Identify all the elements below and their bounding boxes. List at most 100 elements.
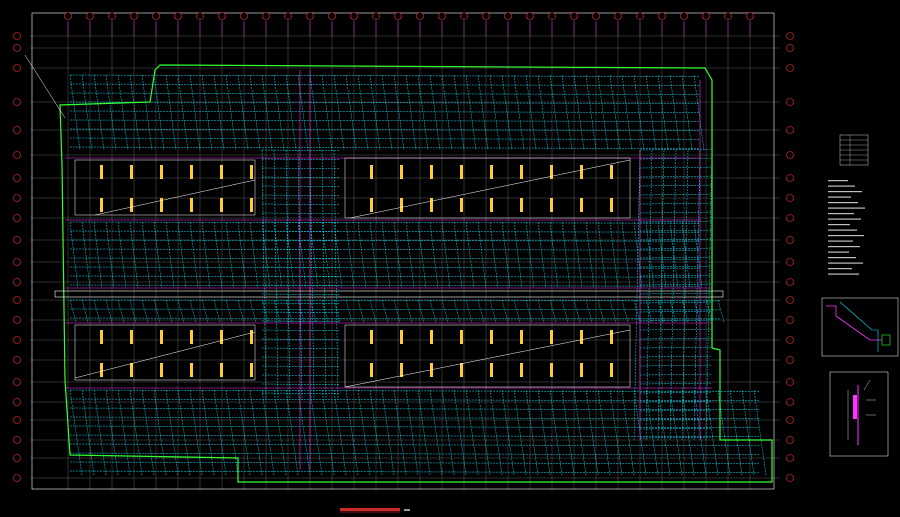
beam-line — [357, 299, 365, 323]
beam-line — [69, 434, 761, 438]
axis-bubbles — [13, 12, 794, 482]
axis-bubble-right — [786, 64, 794, 72]
beam-line — [405, 389, 419, 476]
beam-line — [681, 299, 689, 323]
beam-line — [453, 389, 467, 476]
axis-bubble-left — [13, 44, 21, 52]
beam-line — [81, 221, 91, 289]
beam-line — [177, 299, 185, 323]
column — [580, 363, 583, 377]
beam-line — [477, 74, 489, 151]
courtyard-top-left — [74, 159, 256, 216]
column — [160, 165, 163, 179]
beam-line — [69, 407, 761, 411]
axis-bubble-top — [218, 12, 226, 20]
beam-line — [189, 74, 201, 151]
detail-box-2 — [829, 371, 889, 457]
axis-bubble-right — [786, 236, 794, 244]
beam-line — [645, 149, 653, 441]
axis-bubble-right — [786, 398, 794, 406]
axis-bubble-left — [13, 278, 21, 286]
beam-line — [369, 389, 383, 476]
beam-line — [441, 389, 455, 476]
beam-line — [285, 389, 299, 476]
axis-bubble-left — [13, 316, 21, 324]
beam-line — [537, 74, 549, 151]
beam-line — [225, 221, 235, 289]
column — [220, 363, 223, 377]
beam-line — [261, 149, 341, 151]
beam-line — [69, 74, 81, 151]
beam-line — [273, 149, 279, 401]
beam-line — [105, 74, 117, 151]
beam-line — [597, 389, 611, 476]
beam-line — [153, 74, 165, 151]
axis-bubble-left — [13, 64, 21, 72]
column — [460, 363, 463, 377]
beam-line — [309, 221, 319, 289]
beam-line — [165, 221, 175, 289]
beam-line — [69, 230, 701, 233]
beam-line — [453, 74, 465, 151]
beam-line — [369, 299, 377, 323]
beam-line — [537, 299, 545, 323]
beam-line — [117, 299, 125, 323]
column — [130, 165, 133, 179]
column — [190, 363, 193, 377]
column — [400, 330, 403, 344]
beam-line — [261, 392, 341, 394]
column — [580, 165, 583, 179]
section-band — [54, 290, 724, 298]
axis-bubble-right — [786, 174, 794, 182]
axis-bubble-left — [13, 474, 21, 482]
beam-line — [573, 299, 581, 323]
beam-line — [213, 74, 225, 151]
column — [430, 330, 433, 344]
building-boundary — [59, 64, 773, 483]
axis-bubble-left — [13, 126, 21, 134]
beam-line — [261, 221, 341, 223]
beam-line — [657, 389, 671, 476]
beam-line — [261, 320, 341, 322]
beam-line — [357, 389, 371, 476]
beam-line — [69, 239, 701, 242]
beam-line — [297, 299, 305, 323]
beam-line — [513, 299, 521, 323]
beam-line — [645, 389, 659, 476]
beam-line — [261, 383, 341, 385]
column — [490, 330, 493, 344]
beam-line — [297, 389, 311, 476]
beam-line — [285, 149, 291, 401]
axis-bubble-right — [786, 32, 794, 40]
beam-line — [69, 92, 701, 95]
beam-line — [669, 299, 677, 323]
beam-line — [261, 185, 341, 187]
beam-line — [417, 221, 427, 289]
beam-line — [261, 302, 341, 304]
axis-bubble-right — [786, 44, 794, 52]
beam-line — [213, 221, 223, 289]
column — [550, 330, 553, 344]
beam-line — [753, 389, 767, 476]
beam-line — [669, 149, 677, 441]
beam-line — [525, 74, 537, 151]
beam-line — [693, 299, 701, 323]
column — [550, 165, 553, 179]
column — [550, 198, 553, 212]
beam-line — [417, 74, 429, 151]
beam-line — [105, 389, 119, 476]
axis-bubble-left — [13, 296, 21, 304]
column — [130, 363, 133, 377]
column — [370, 363, 373, 377]
column-marks — [100, 165, 613, 377]
beam-line — [261, 329, 341, 331]
beam-line — [237, 74, 249, 151]
beam-line — [417, 299, 425, 323]
beam-line — [393, 389, 407, 476]
beam-line — [213, 389, 227, 476]
beam-line — [129, 389, 143, 476]
column — [610, 363, 613, 377]
beam-line — [381, 221, 391, 289]
beam-line — [441, 299, 449, 323]
